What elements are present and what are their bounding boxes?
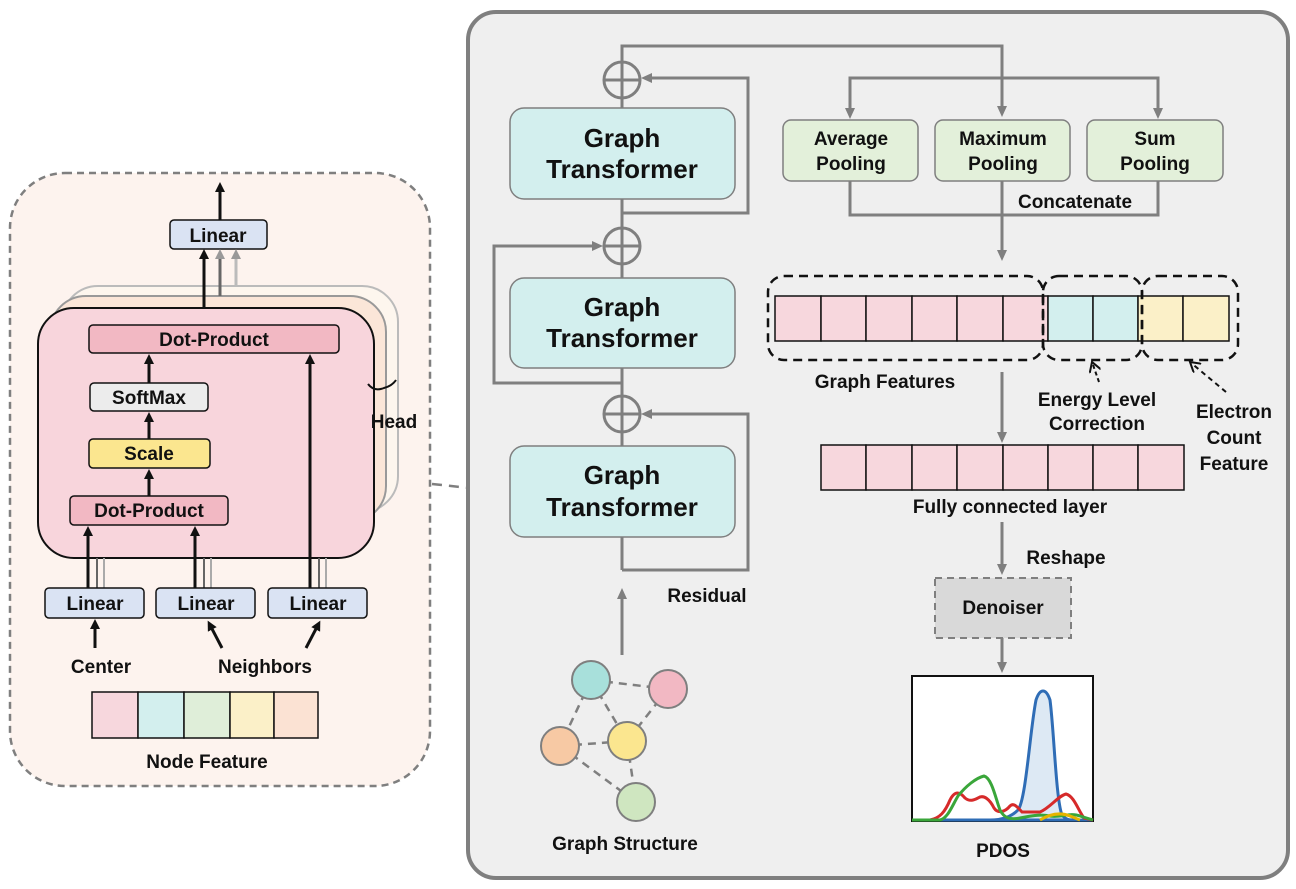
linear-neighbor-box-1 <box>155 587 256 619</box>
concat-merge <box>848 181 1160 217</box>
residual-connection-2 <box>492 241 622 385</box>
electron-count-line1: Electron <box>1196 402 1272 423</box>
graph-node-green <box>616 782 656 822</box>
reshape-label: Reshape <box>1026 548 1105 569</box>
graph-transformer-1-line1: Graph <box>584 460 661 490</box>
graph-transformer-3 <box>509 107 736 200</box>
graph-transformer-2-line1: Graph <box>584 292 661 322</box>
energy-level-group <box>1041 274 1144 362</box>
neighbors-input-lines-2 <box>305 354 327 588</box>
graph-node-pink <box>648 669 688 709</box>
graph-transformer-2-line2: Transformer <box>546 323 698 353</box>
dot-product-top-label: Dot-Product <box>159 330 269 351</box>
pdos-red-curve <box>912 791 1094 822</box>
dot-product-bottom-label: Dot-Product <box>94 501 204 522</box>
graph-structure-label: Graph Structure <box>552 834 698 855</box>
graph-transformer-3-line2: Transformer <box>546 154 698 184</box>
neighbors-arrow-1 <box>207 620 224 649</box>
linear-neighbor-label-1: Linear <box>177 594 235 615</box>
maximum-pooling-line2: Pooling <box>968 154 1038 175</box>
neighbors-label: Neighbors <box>218 657 312 678</box>
graph-transformer-1 <box>509 445 736 538</box>
node-feature-label: Node Feature <box>146 752 267 773</box>
fully-connected-vector <box>820 444 1185 491</box>
add-node-2 <box>602 226 642 266</box>
sum-pooling-line1: Sum <box>1134 129 1175 150</box>
neighbors-arrow-2 <box>304 620 321 649</box>
graph-transformer-2 <box>509 277 736 369</box>
center-input-lines <box>83 526 105 588</box>
average-pooling-line2: Pooling <box>816 154 886 175</box>
node-feature-strip <box>91 691 319 739</box>
pdos-label: PDOS <box>976 841 1030 862</box>
neighbors-input-lines-1 <box>190 526 212 588</box>
graph-node-orange <box>540 726 580 766</box>
electron-count-pointer <box>1190 362 1227 393</box>
energy-level-vector <box>1047 295 1139 342</box>
sum-pooling-box <box>1086 119 1224 182</box>
softmax-label: SoftMax <box>112 388 186 409</box>
center-label: Center <box>71 657 132 678</box>
scale-label: Scale <box>124 444 174 465</box>
graph-transformer-3-line1: Graph <box>584 123 661 153</box>
sum-pooling-line2: Pooling <box>1120 154 1190 175</box>
graph-node-cyan <box>571 660 611 700</box>
electron-count-line2: Count <box>1207 428 1263 449</box>
linear-output-label: Linear <box>189 226 247 247</box>
linear-neighbor-box-2 <box>267 587 368 619</box>
head-bracket <box>367 379 397 391</box>
linear-neighbor-label-2: Linear <box>289 594 347 615</box>
energy-level-line2: Correction <box>1049 414 1145 435</box>
attention-panel: Head Linear Dot-Product SoftMax Scale Do… <box>8 171 432 788</box>
fully-connected-label: Fully connected layer <box>913 497 1108 518</box>
energy-level-line1: Energy Level <box>1038 390 1156 411</box>
residual-label: Residual <box>667 586 746 607</box>
denoiser-box <box>934 577 1072 639</box>
model-panel: Graph Transformer Graph Transformer Grap… <box>466 10 1290 880</box>
pdos-yellow-curve <box>1039 812 1081 822</box>
graph-structure <box>540 660 688 822</box>
linear-center-label: Linear <box>66 594 124 615</box>
electron-count-group <box>1140 274 1240 362</box>
graph-transformer-1-line2: Transformer <box>546 492 698 522</box>
average-pooling-line1: Average <box>814 129 888 150</box>
denoiser-label: Denoiser <box>962 598 1044 619</box>
add-node-3 <box>602 60 642 100</box>
pdos-plot <box>911 675 1094 822</box>
electron-count-vector <box>1137 295 1230 342</box>
concatenate-label: Concatenate <box>1018 192 1132 213</box>
electron-count-line3: Feature <box>1200 454 1269 475</box>
graph-node-yellow <box>607 721 647 761</box>
energy-level-pointer <box>1092 362 1099 383</box>
residual-connection-1 <box>622 409 750 572</box>
graph-features-label: Graph Features <box>815 372 955 393</box>
dot-product-top-box <box>88 324 340 354</box>
graph-features-vector <box>774 295 1049 342</box>
linear-center-box <box>44 587 145 619</box>
head-label: Head <box>371 412 417 433</box>
residual-connection-3 <box>622 73 750 215</box>
maximum-pooling-line1: Maximum <box>959 129 1047 150</box>
add-node-1 <box>602 394 642 434</box>
